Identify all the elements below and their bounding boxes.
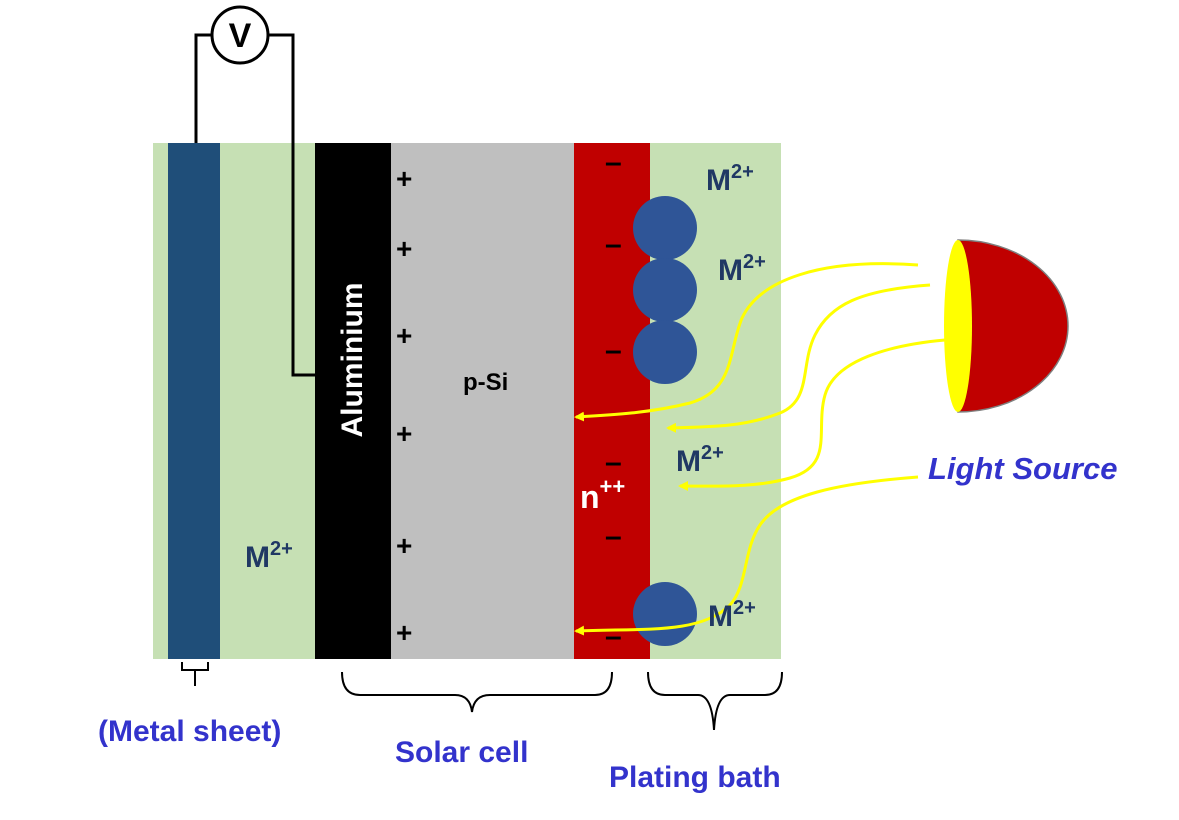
deposited-metal-particles — [633, 196, 697, 646]
solar-cell-label: Solar cell — [395, 736, 528, 769]
aluminium-layer — [315, 143, 391, 659]
metal-particle — [633, 258, 697, 322]
p-si-label: p-Si — [463, 369, 508, 396]
metal-sheet-label: (Metal sheet) — [98, 715, 281, 748]
ion-labels: M2+ M2+ M2+ M2+ M2+ — [245, 161, 766, 633]
metal-sheet — [168, 143, 220, 659]
p-si-layer — [391, 143, 574, 659]
positive-charge: + — [396, 233, 412, 264]
plating-bath-label: Plating bath — [609, 761, 781, 794]
ion-sup: 2+ — [733, 597, 756, 619]
negative-charge: – — [605, 334, 622, 367]
negative-charge: – — [605, 446, 622, 479]
negative-charge: – — [605, 620, 622, 653]
wire-to-metal-sheet — [194, 33, 212, 143]
metal-sheet-brace — [181, 662, 209, 686]
positive-charge: + — [396, 163, 412, 194]
positive-charges: + + + + + + — [396, 163, 412, 648]
negative-charge: – — [605, 520, 622, 553]
light-ray — [678, 338, 946, 492]
braces — [181, 662, 783, 731]
plating-bath-brace — [647, 671, 783, 731]
negative-charge: – — [605, 228, 622, 261]
ion-base: M — [718, 254, 743, 287]
positive-charge: + — [396, 617, 412, 648]
light-rays — [574, 262, 946, 636]
ion-label: M2+ — [718, 251, 766, 287]
n-plus-plus-label: n++ — [580, 474, 625, 515]
light-ray — [574, 475, 919, 636]
aluminium-label: Aluminium — [336, 283, 369, 438]
ion-base: M — [708, 600, 733, 633]
ion-base: M — [676, 445, 701, 478]
light-source-dome — [957, 239, 1069, 413]
wire-to-aluminium — [268, 33, 315, 377]
positive-charge: + — [396, 320, 412, 351]
metal-particle — [633, 320, 697, 384]
light-source-label: Light Source — [928, 451, 1117, 486]
metal-particle — [633, 196, 697, 260]
ion-label: M2+ — [708, 597, 756, 633]
positive-charge: + — [396, 530, 412, 561]
ion-label: M2+ — [245, 538, 293, 574]
ion-base: M — [706, 164, 731, 197]
ion-sup: 2+ — [743, 251, 766, 273]
ion-sup: 2+ — [270, 538, 293, 560]
solar-cell-brace — [341, 671, 613, 713]
ion-sup: 2+ — [731, 161, 754, 183]
light-source — [944, 239, 1069, 413]
positive-charge: + — [396, 418, 412, 449]
negative-charge: – — [605, 146, 622, 179]
ion-sup: 2+ — [701, 442, 724, 464]
light-source-lens — [944, 240, 972, 412]
negative-charges: – – – – – – — [605, 146, 622, 653]
voltmeter-symbol: V — [229, 17, 252, 55]
ion-base: M — [245, 541, 270, 574]
n-plus-plus-base: n — [580, 479, 600, 515]
ion-label: M2+ — [706, 161, 754, 197]
light-ray — [574, 262, 919, 422]
light-ray — [666, 283, 931, 433]
metal-particle — [633, 582, 697, 646]
voltmeter: V — [210, 5, 270, 65]
ion-label: M2+ — [676, 442, 724, 478]
n-plus-plus-sup: ++ — [600, 474, 626, 499]
voltmeter-circle — [210, 5, 270, 65]
